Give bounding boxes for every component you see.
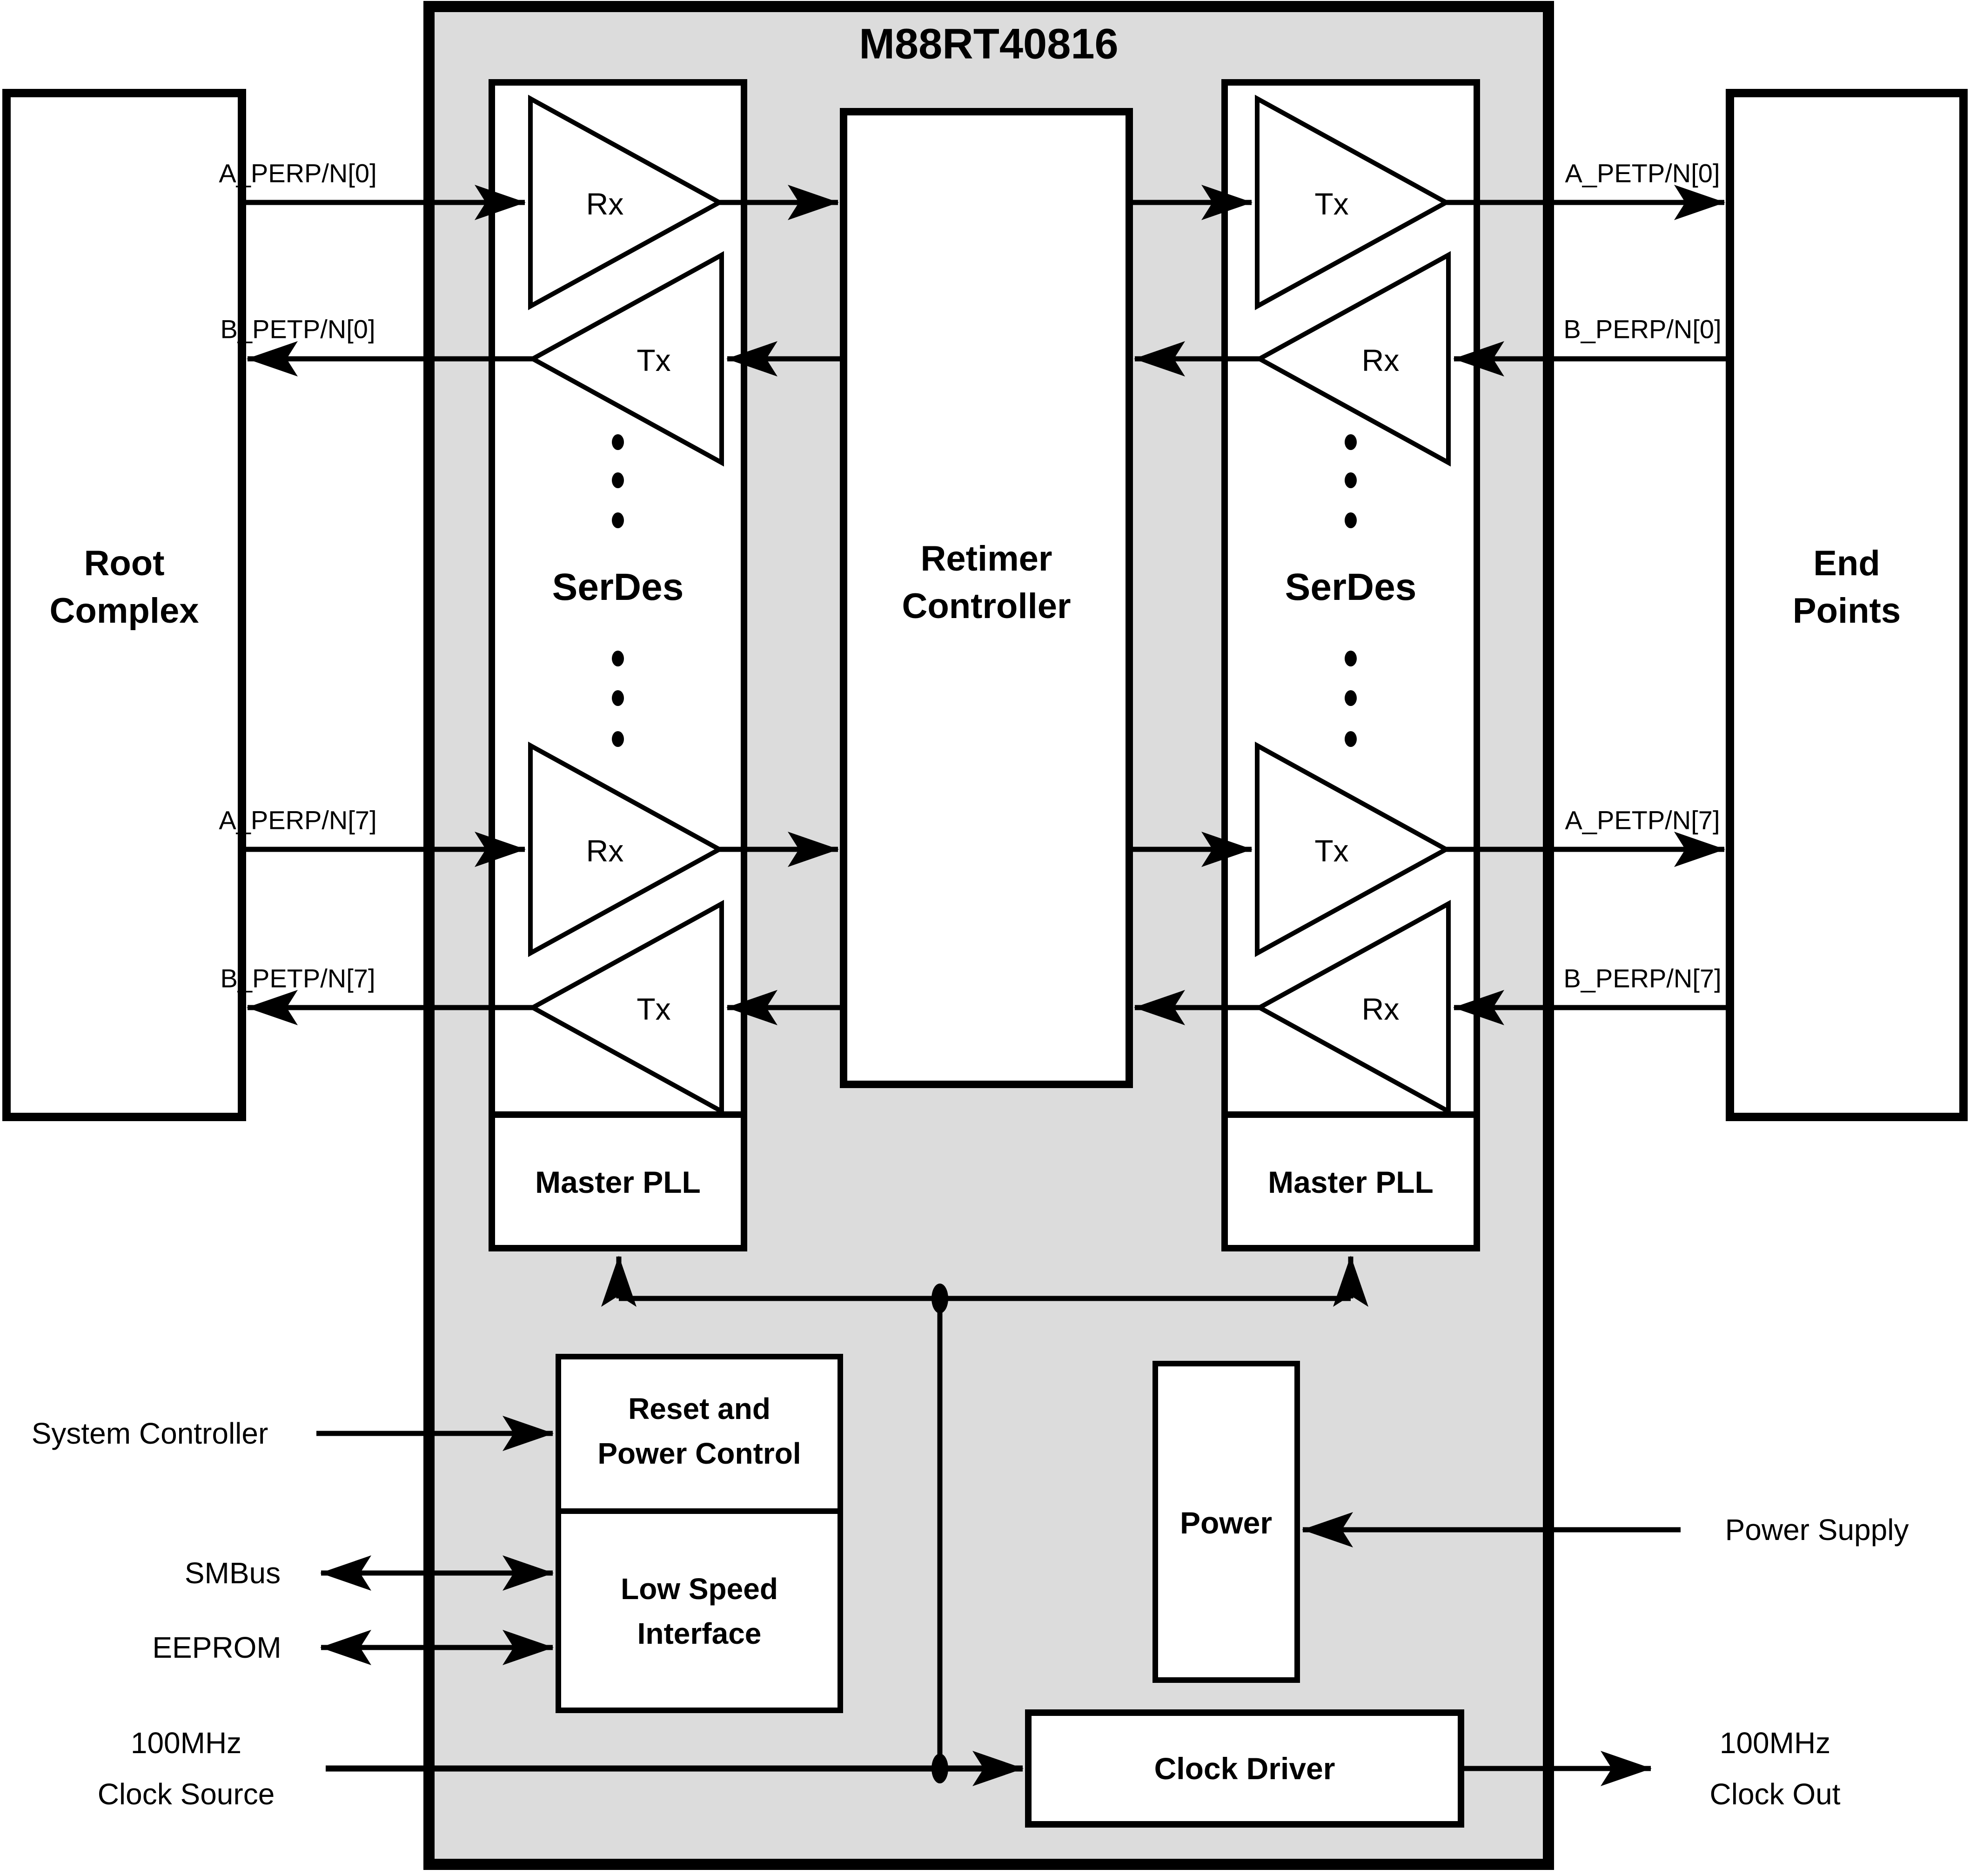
rx-amp-triangle-left-7 bbox=[528, 741, 724, 957]
signal-label-b-petp-0: B_PETP/N[0] bbox=[220, 314, 375, 344]
clock-source-label-line1: 100MHz bbox=[130, 1726, 242, 1760]
tx-amp-triangle-right-7 bbox=[1255, 741, 1451, 957]
signal-label-b-petp-7: B_PETP/N[7] bbox=[220, 963, 375, 993]
chip-title: M88RT40816 bbox=[859, 20, 1119, 68]
smbus-label: SMBus bbox=[184, 1556, 281, 1590]
reset-power-control-box bbox=[556, 1354, 843, 1514]
serdes-left-label: SerDes bbox=[552, 566, 684, 608]
tx-amp-label-left-0: Tx bbox=[637, 343, 671, 377]
reset-power-control-label: Reset and Power Control bbox=[597, 1386, 801, 1476]
tx-amp-triangle-right-0 bbox=[1255, 94, 1451, 310]
root-complex-label: Root Complex bbox=[50, 540, 199, 635]
tx-amp-triangle-left-7 bbox=[528, 900, 724, 1116]
root-complex-label-line1: Root bbox=[84, 544, 165, 583]
master-pll-left-label: Master PLL bbox=[535, 1165, 701, 1199]
root-complex-label-line2: Complex bbox=[49, 591, 199, 631]
power-box bbox=[1153, 1361, 1300, 1683]
signal-label-b-perp-7: B_PERP/N[7] bbox=[1563, 963, 1722, 993]
serdes-left-ellipsis-dots bbox=[612, 434, 624, 747]
low-speed-interface-box bbox=[556, 1508, 843, 1713]
tx-amp-triangle-left-0 bbox=[528, 251, 724, 467]
signal-label-a-petp-7: A_PETP/N[7] bbox=[1565, 805, 1720, 835]
rx-amp-triangle-left-0 bbox=[528, 94, 724, 310]
rx-amp-triangle-right-0 bbox=[1254, 251, 1451, 467]
clock-driver-label: Clock Driver bbox=[1154, 1751, 1335, 1786]
clock-out-label-line2: Clock Out bbox=[1709, 1777, 1841, 1811]
eeprom-label: EEPROM bbox=[152, 1631, 281, 1664]
retimer-controller-label: Retimer Controller bbox=[902, 535, 1071, 630]
signal-label-a-perp-7: A_PERP/N[7] bbox=[219, 805, 377, 835]
junction-dot-clock bbox=[931, 1754, 948, 1783]
rx-amp-label-right-7: Rx bbox=[1361, 992, 1400, 1026]
power-label: Power bbox=[1179, 1506, 1273, 1540]
master-pll-right-label: Master PLL bbox=[1268, 1165, 1434, 1199]
serdes-right-ellipsis-dots bbox=[1345, 434, 1357, 747]
rx-amp-label-left-0: Rx bbox=[586, 187, 624, 221]
rx-amp-triangle-right-7 bbox=[1254, 900, 1451, 1116]
end-points-label-line1: End bbox=[1813, 544, 1880, 583]
end-points-label-line2: Points bbox=[1792, 591, 1901, 631]
retimer-label-line1: Retimer bbox=[920, 539, 1052, 578]
power-supply-label: Power Supply bbox=[1725, 1513, 1909, 1547]
root-complex-box bbox=[2, 89, 246, 1121]
system-controller-label: System Controller bbox=[31, 1417, 268, 1450]
rx-amp-label-right-0: Rx bbox=[1361, 343, 1400, 377]
low-speed-label-line1: Low Speed bbox=[621, 1572, 778, 1606]
rx-amp-label-left-7: Rx bbox=[586, 834, 624, 868]
low-speed-label-line2: Interface bbox=[637, 1617, 762, 1650]
retimer-controller-box bbox=[840, 108, 1133, 1088]
tx-amp-label-right-7: Tx bbox=[1314, 834, 1349, 868]
serdes-right-label: SerDes bbox=[1285, 566, 1417, 608]
signal-label-a-perp-0: A_PERP/N[0] bbox=[219, 158, 377, 188]
low-speed-interface-label: Low Speed Interface bbox=[621, 1567, 778, 1656]
clock-source-label-line2: Clock Source bbox=[97, 1777, 275, 1811]
junction-dot-pll bbox=[931, 1284, 948, 1313]
reset-power-label-line1: Reset and bbox=[628, 1392, 771, 1425]
end-points-label: End Points bbox=[1793, 540, 1901, 635]
clock-out-label-line1: 100MHz bbox=[1719, 1726, 1831, 1760]
reset-power-label-line2: Power Control bbox=[597, 1437, 801, 1470]
tx-amp-label-right-0: Tx bbox=[1314, 187, 1349, 221]
tx-amp-label-left-7: Tx bbox=[637, 992, 671, 1026]
clock-out-label: 100MHz Clock Out bbox=[1710, 1717, 1841, 1820]
signal-label-b-perp-0: B_PERP/N[0] bbox=[1563, 314, 1722, 344]
end-points-box bbox=[1726, 89, 1968, 1121]
signal-label-a-petp-0: A_PETP/N[0] bbox=[1565, 158, 1720, 188]
retimer-label-line2: Controller bbox=[902, 586, 1071, 626]
clock-source-label: 100MHz Clock Source bbox=[98, 1717, 275, 1820]
clock-driver-box bbox=[1025, 1709, 1464, 1828]
